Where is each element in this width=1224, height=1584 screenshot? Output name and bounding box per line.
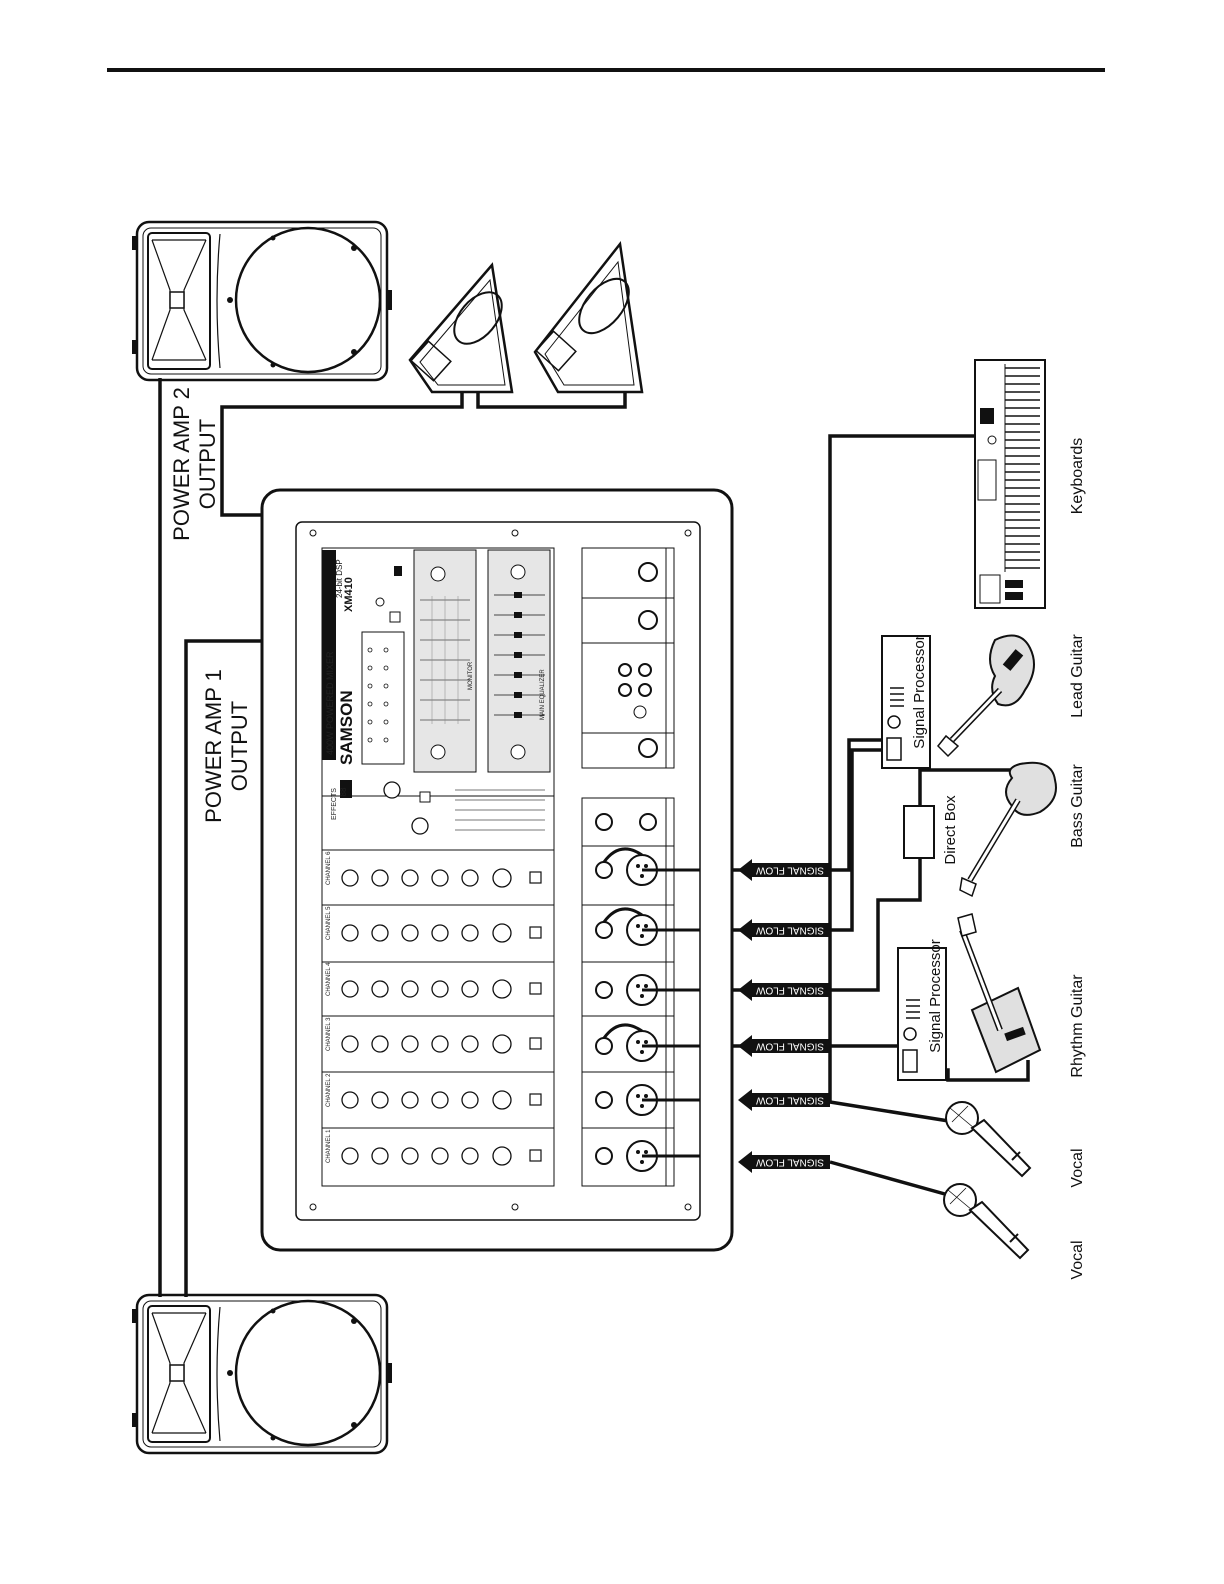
microphone-1 (829, 1100, 1032, 1178)
keyboard (974, 359, 1046, 609)
channel-label-4: CHANNEL 4 (326, 962, 332, 996)
channel-strips (322, 795, 554, 1129)
main-eq-label: MAIN EQUALIZER (540, 669, 546, 720)
power-amp-2-label-line2: OUTPUT (195, 419, 220, 509)
monitor-eq: MONITOR (413, 549, 477, 773)
bass-guitar (959, 761, 1057, 898)
monitor-wedge-2 (533, 240, 644, 394)
main-eq: MAIN EQUALIZER (487, 549, 551, 773)
powered-mixer: 88 EFFECTS 400W POWERED MIXER SAMSON XM4… (260, 488, 734, 1252)
effects-section: 88 EFFECTS (331, 780, 545, 835)
bass-guitar-label: Bass Guitar (1069, 764, 1086, 848)
channel-label-1: CHANNEL 1 (326, 1129, 332, 1163)
mixer-subtitle: 400W POWERED MIXER (325, 651, 335, 755)
direct-box-label: Direct Box (942, 795, 959, 865)
direct-box (903, 805, 935, 859)
signal-processor-rhythm (897, 947, 947, 1081)
monitor-wedge-1 (408, 262, 514, 394)
channel-label-2: CHANNEL 2 (326, 1073, 332, 1107)
channel-label-3: CHANNEL 3 (326, 1017, 332, 1051)
channel-label-5: CHANNEL 5 (326, 906, 332, 940)
signal-processor-lead (881, 635, 931, 769)
vocal-label-2: Vocal (1069, 1240, 1086, 1279)
signal-flow-arrow-2: SIGNAL FLOW (738, 1089, 830, 1111)
vocal-label-1: Vocal (1069, 1148, 1086, 1187)
effects-label: EFFECTS (331, 788, 338, 820)
main-speaker-bottom (132, 1293, 392, 1455)
model-name: XM410 (343, 577, 355, 612)
signal-flow-arrow-4: SIGNAL FLOW (738, 979, 830, 1001)
svg-text:SIGNAL FLOW: SIGNAL FLOW (755, 1040, 824, 1051)
dsp-badge: 24-bit DSP (335, 559, 344, 598)
brand-logo: SAMSON (337, 690, 356, 765)
rhythm-guitar (957, 913, 1042, 1074)
lead-guitar (936, 634, 1035, 758)
svg-text:SIGNAL FLOW: SIGNAL FLOW (755, 1156, 824, 1167)
channel-headers: CHANNEL 6 CHANNEL 5 CHANNEL 4 CHANNEL 3 … (326, 851, 332, 1163)
power-amp-2-label-line1: POWER AMP 2 (169, 387, 194, 541)
channel-knobs (341, 868, 512, 1166)
rear-panel-inputs (581, 797, 700, 1187)
main-speaker-top (132, 220, 392, 382)
svg-text:SIGNAL FLOW: SIGNAL FLOW (755, 924, 824, 935)
mixer-header: 400W POWERED MIXER SAMSON XM410 24-bit D… (322, 550, 405, 765)
svg-text:SIGNAL FLOW: SIGNAL FLOW (755, 864, 824, 875)
signal-flow-arrow-3: SIGNAL FLOW (738, 1035, 830, 1057)
labels: POWER AMP 2 OUTPUT POWER AMP 1 OUTPUT Ke… (169, 387, 1086, 1279)
keyboards-label: Keyboards (1069, 438, 1086, 515)
speaker-cables (158, 378, 1030, 1297)
monitor-label: MONITOR (468, 661, 474, 690)
rhythm-guitar-label: Rhythm Guitar (1069, 974, 1086, 1078)
rear-panel-outputs (581, 547, 675, 769)
svg-text:SIGNAL FLOW: SIGNAL FLOW (755, 1094, 824, 1105)
power-amp-1-label-line2: OUTPUT (227, 701, 252, 791)
signal-processor-label-1: Signal Processor (911, 635, 928, 748)
signal-processor-label-2: Signal Processor (927, 939, 944, 1052)
channel-label-6: CHANNEL 6 (326, 851, 332, 885)
signal-flow-arrow-1: SIGNAL FLOW (738, 1151, 830, 1173)
program-display: 88 (339, 787, 348, 796)
signal-flow-arrow-5: SIGNAL FLOW (738, 919, 830, 941)
power-amp-1-label-line1: POWER AMP 1 (201, 669, 226, 823)
lead-guitar-label: Lead Guitar (1069, 634, 1086, 718)
signal-flow-arrow-6: SIGNAL FLOW (738, 859, 830, 881)
mute-buttons (529, 871, 542, 1162)
microphone-2 (829, 1160, 1030, 1260)
svg-text:SIGNAL FLOW: SIGNAL FLOW (755, 984, 824, 995)
signal-flow-arrows: SIGNAL FLOW SIGNAL FLOW SIGNAL FLOW SIGN… (738, 859, 830, 1173)
